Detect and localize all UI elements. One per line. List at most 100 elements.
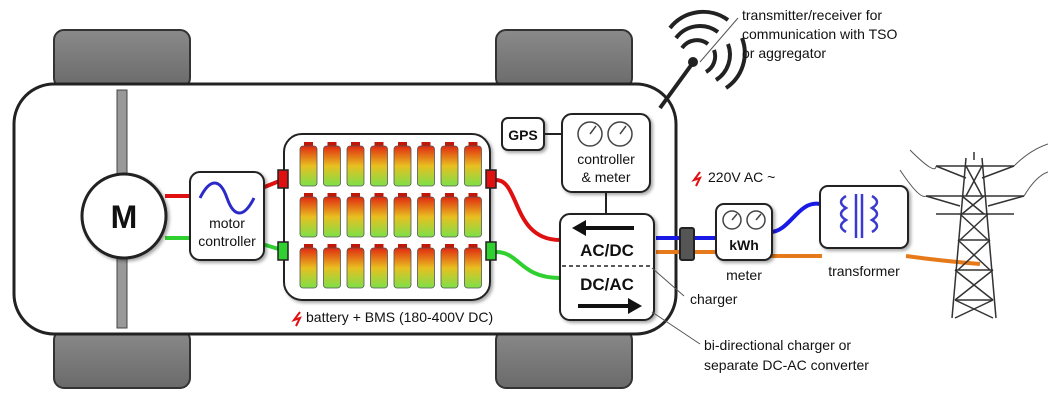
antenna-pointer [699,17,739,63]
controller-label-line1: controller [577,151,635,167]
battery-cell-cap [304,142,313,146]
battery-cell-cap [374,193,384,197]
battery-cell [464,145,482,187]
meter-gauge-icon [722,210,766,230]
battery-cell [440,196,459,238]
lightning-icon-ac [691,171,702,187]
wheel-rear-left [53,329,191,389]
battery-cell [417,145,435,187]
battery-cell [393,196,412,238]
arrow-right-icon [578,298,642,314]
battery-cell-cap [327,142,337,146]
battery-cell-cap [374,142,384,146]
motor-controller-label-line2: controller [198,233,256,249]
battery-cell [393,145,412,187]
motor-controller-label-line1: motor [209,215,245,231]
battery-cell-cap [421,193,431,197]
acdc-label: AC/DC [580,241,634,260]
controller-label-line2: & meter [581,169,630,185]
battery-cell [440,145,459,187]
battery-cell [417,247,435,289]
meter-caption: meter [726,267,762,283]
battery-cell [299,145,318,187]
wire-battery-charger-positive [495,178,561,242]
battery-cell-cap [327,193,337,197]
wheel-front-right [495,29,633,89]
battery-terminal-left-negative [277,241,289,261]
battery-cell [323,247,341,289]
transformer-box [819,185,909,249]
battery-cell-cap [374,244,384,248]
battery-cell [393,247,412,289]
power-lines [899,143,1048,197]
battery-cells [299,142,482,289]
battery-cell-cap [445,193,454,197]
kwh-label: kWh [729,237,759,253]
charger-pointer [651,267,685,297]
wheel-front-left [53,29,191,89]
bidirectional-caption-line2: separate DC-AC converter [704,357,869,373]
battery-cell [323,145,341,187]
wire-ac-orange-grid [905,254,981,266]
battery-cell [299,247,318,289]
battery-cell-cap [398,193,407,197]
battery-cell [346,196,365,238]
battery-cell-cap [351,142,360,146]
battery-cell [440,247,459,289]
ac-voltage-label: 220V AC ~ [708,169,775,185]
battery-cell-cap [304,193,313,197]
transformer-caption: transformer [828,263,900,279]
battery-cell-cap [421,244,431,248]
battery-cell [299,196,318,238]
arrow-left-icon [572,220,634,236]
bidirectional-caption-line1: bi-directional charger or [704,337,851,353]
dcac-label: DC/AC [580,275,634,294]
power-pylon-icon [925,152,1025,319]
transformer-coil-icon [839,194,879,238]
charge-port [679,227,695,261]
battery-cell-cap [468,142,478,146]
lightning-icon [291,311,302,327]
motor [80,172,168,260]
battery-cell-cap [421,142,431,146]
battery-cell [417,196,435,238]
wheel-rear-right [495,329,633,389]
battery-cell-cap [304,244,313,248]
battery-cell [323,196,341,238]
battery-caption: battery + BMS (180-400V DC) [306,309,493,325]
antenna-caption-line2: communication with TSO [742,26,897,42]
antenna-caption-line1: transmitter/receiver for [742,7,882,23]
gps-label: GPS [508,127,538,143]
battery-cell [370,247,388,289]
wire-battery-charger-negative [495,250,561,280]
battery-terminal-right-positive [485,169,497,189]
battery-cell [464,196,482,238]
battery-cell-cap [468,244,478,248]
battery-cell-cap [398,244,407,248]
battery-cell-cap [468,193,478,197]
battery-terminal-right-negative [485,241,497,261]
gauge-icon [577,121,633,147]
charger-box [559,213,655,321]
battery-cell [370,145,388,187]
battery-cell [346,247,365,289]
battery-cell [346,145,365,187]
motor-label: M [111,199,138,235]
charger-caption: charger [690,291,738,307]
antenna-icon [658,9,747,110]
battery-cell-cap [445,244,454,248]
bidirectional-pointer [651,311,701,345]
battery-terminal-left-positive [277,169,289,189]
antenna-caption-line3: or aggregator [742,45,826,61]
battery-cell-cap [351,193,360,197]
battery-cell-cap [351,244,360,248]
motor-controller [189,171,265,261]
sine-wave-icon [198,181,256,215]
battery-cell-cap [398,142,407,146]
battery-cell [370,196,388,238]
battery-cell [464,247,482,289]
battery-cell-cap [327,244,337,248]
battery-cell-cap [445,142,454,146]
